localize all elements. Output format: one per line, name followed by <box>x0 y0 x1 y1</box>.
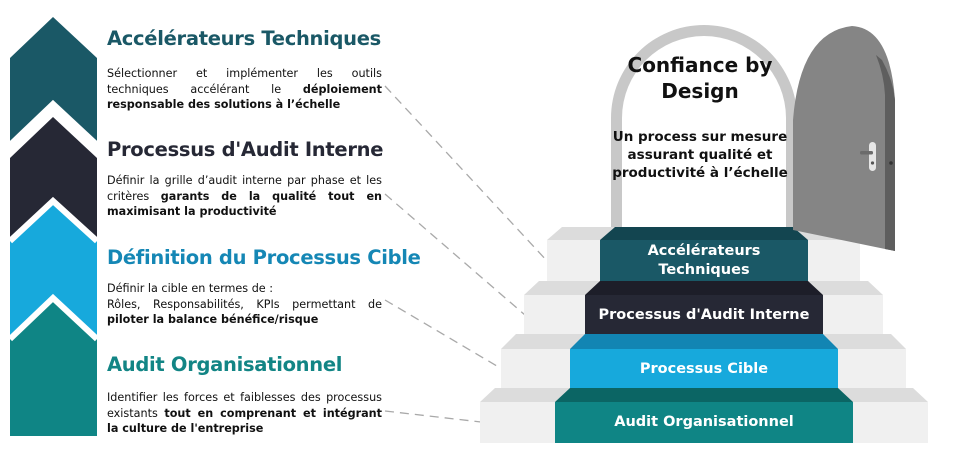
level-title: Accélérateurs Techniques <box>107 27 381 50</box>
carpet-front-processus-cible <box>570 349 838 389</box>
description-emphasis: tout en comprenant et intégrant la cultu… <box>107 406 382 436</box>
staircase <box>480 227 928 443</box>
carpet-top-audit-interne <box>585 281 823 295</box>
chevron-audit-interne <box>10 117 97 240</box>
door-subtitle: Un process sur mesure assurant qualité e… <box>612 129 788 181</box>
connector-audit-organisationnel <box>384 410 482 423</box>
description-text: Rôles, Responsabilités, KPIs permettant … <box>107 297 382 311</box>
connector-lines <box>384 85 549 423</box>
connector-processus-cible <box>384 299 503 370</box>
door-title: Confiance by Design <box>627 53 773 103</box>
description-emphasis: garants de la qualité tout en maximisant… <box>107 189 383 219</box>
description-text: Identifier les forces et faiblesses des … <box>107 391 382 420</box>
description-emphasis: déploiement responsable des solutions à … <box>107 82 382 112</box>
door-handle-plate <box>869 142 876 171</box>
level-title: Définition du Processus Cible <box>107 246 421 269</box>
description-text: Sélectionner et implémenter les outils t… <box>107 67 382 96</box>
door-keyhole <box>870 161 875 165</box>
level-title: Audit Organisationnel <box>107 353 343 376</box>
open-door <box>793 26 895 251</box>
level-title: Processus d'Audit Interne <box>107 138 384 161</box>
description-text: Définir la grille d’audit interne par ph… <box>107 174 382 203</box>
carpet-top-processus-cible <box>570 334 838 349</box>
step-label-accelerateurs: Accélérateurs Techniques <box>647 243 761 278</box>
step-label-audit-organisationnel: Audit Organisationnel <box>614 414 794 430</box>
carpet-front-audit-interne <box>585 295 823 335</box>
level-description: Identifier les forces et faiblesses des … <box>107 390 382 437</box>
door-handle <box>860 151 873 155</box>
carpet-front-audit-organisationnel <box>555 402 853 443</box>
door-hinge-dot <box>889 161 893 165</box>
chevron-audit-organisationnel <box>10 289 97 436</box>
connector-accelerateurs <box>384 85 549 263</box>
step-label-processus-cible: Processus Cible <box>639 361 769 377</box>
connector-audit-interne <box>384 193 526 316</box>
level-description: Définir la grille d’audit interne par ph… <box>107 173 382 220</box>
chevron-processus-cible <box>10 199 97 337</box>
description-emphasis: piloter la balance bénéfice/risque <box>107 313 319 326</box>
level-description: Définir la cible en termes de : Rôles, Re… <box>107 281 382 328</box>
level-description: Sélectionner et implémenter les outils t… <box>107 66 382 113</box>
step-label-audit-interne: Processus d'Audit Interne <box>598 307 810 323</box>
carpet-front-accelerateurs <box>600 240 808 282</box>
description-text: Définir la cible en termes de : <box>107 282 274 295</box>
carpet-top-audit-organisationnel <box>555 388 853 402</box>
carpet-top-accelerateurs <box>600 227 808 240</box>
chevron-accelerateurs <box>10 17 97 143</box>
chevron-column <box>7 17 100 436</box>
